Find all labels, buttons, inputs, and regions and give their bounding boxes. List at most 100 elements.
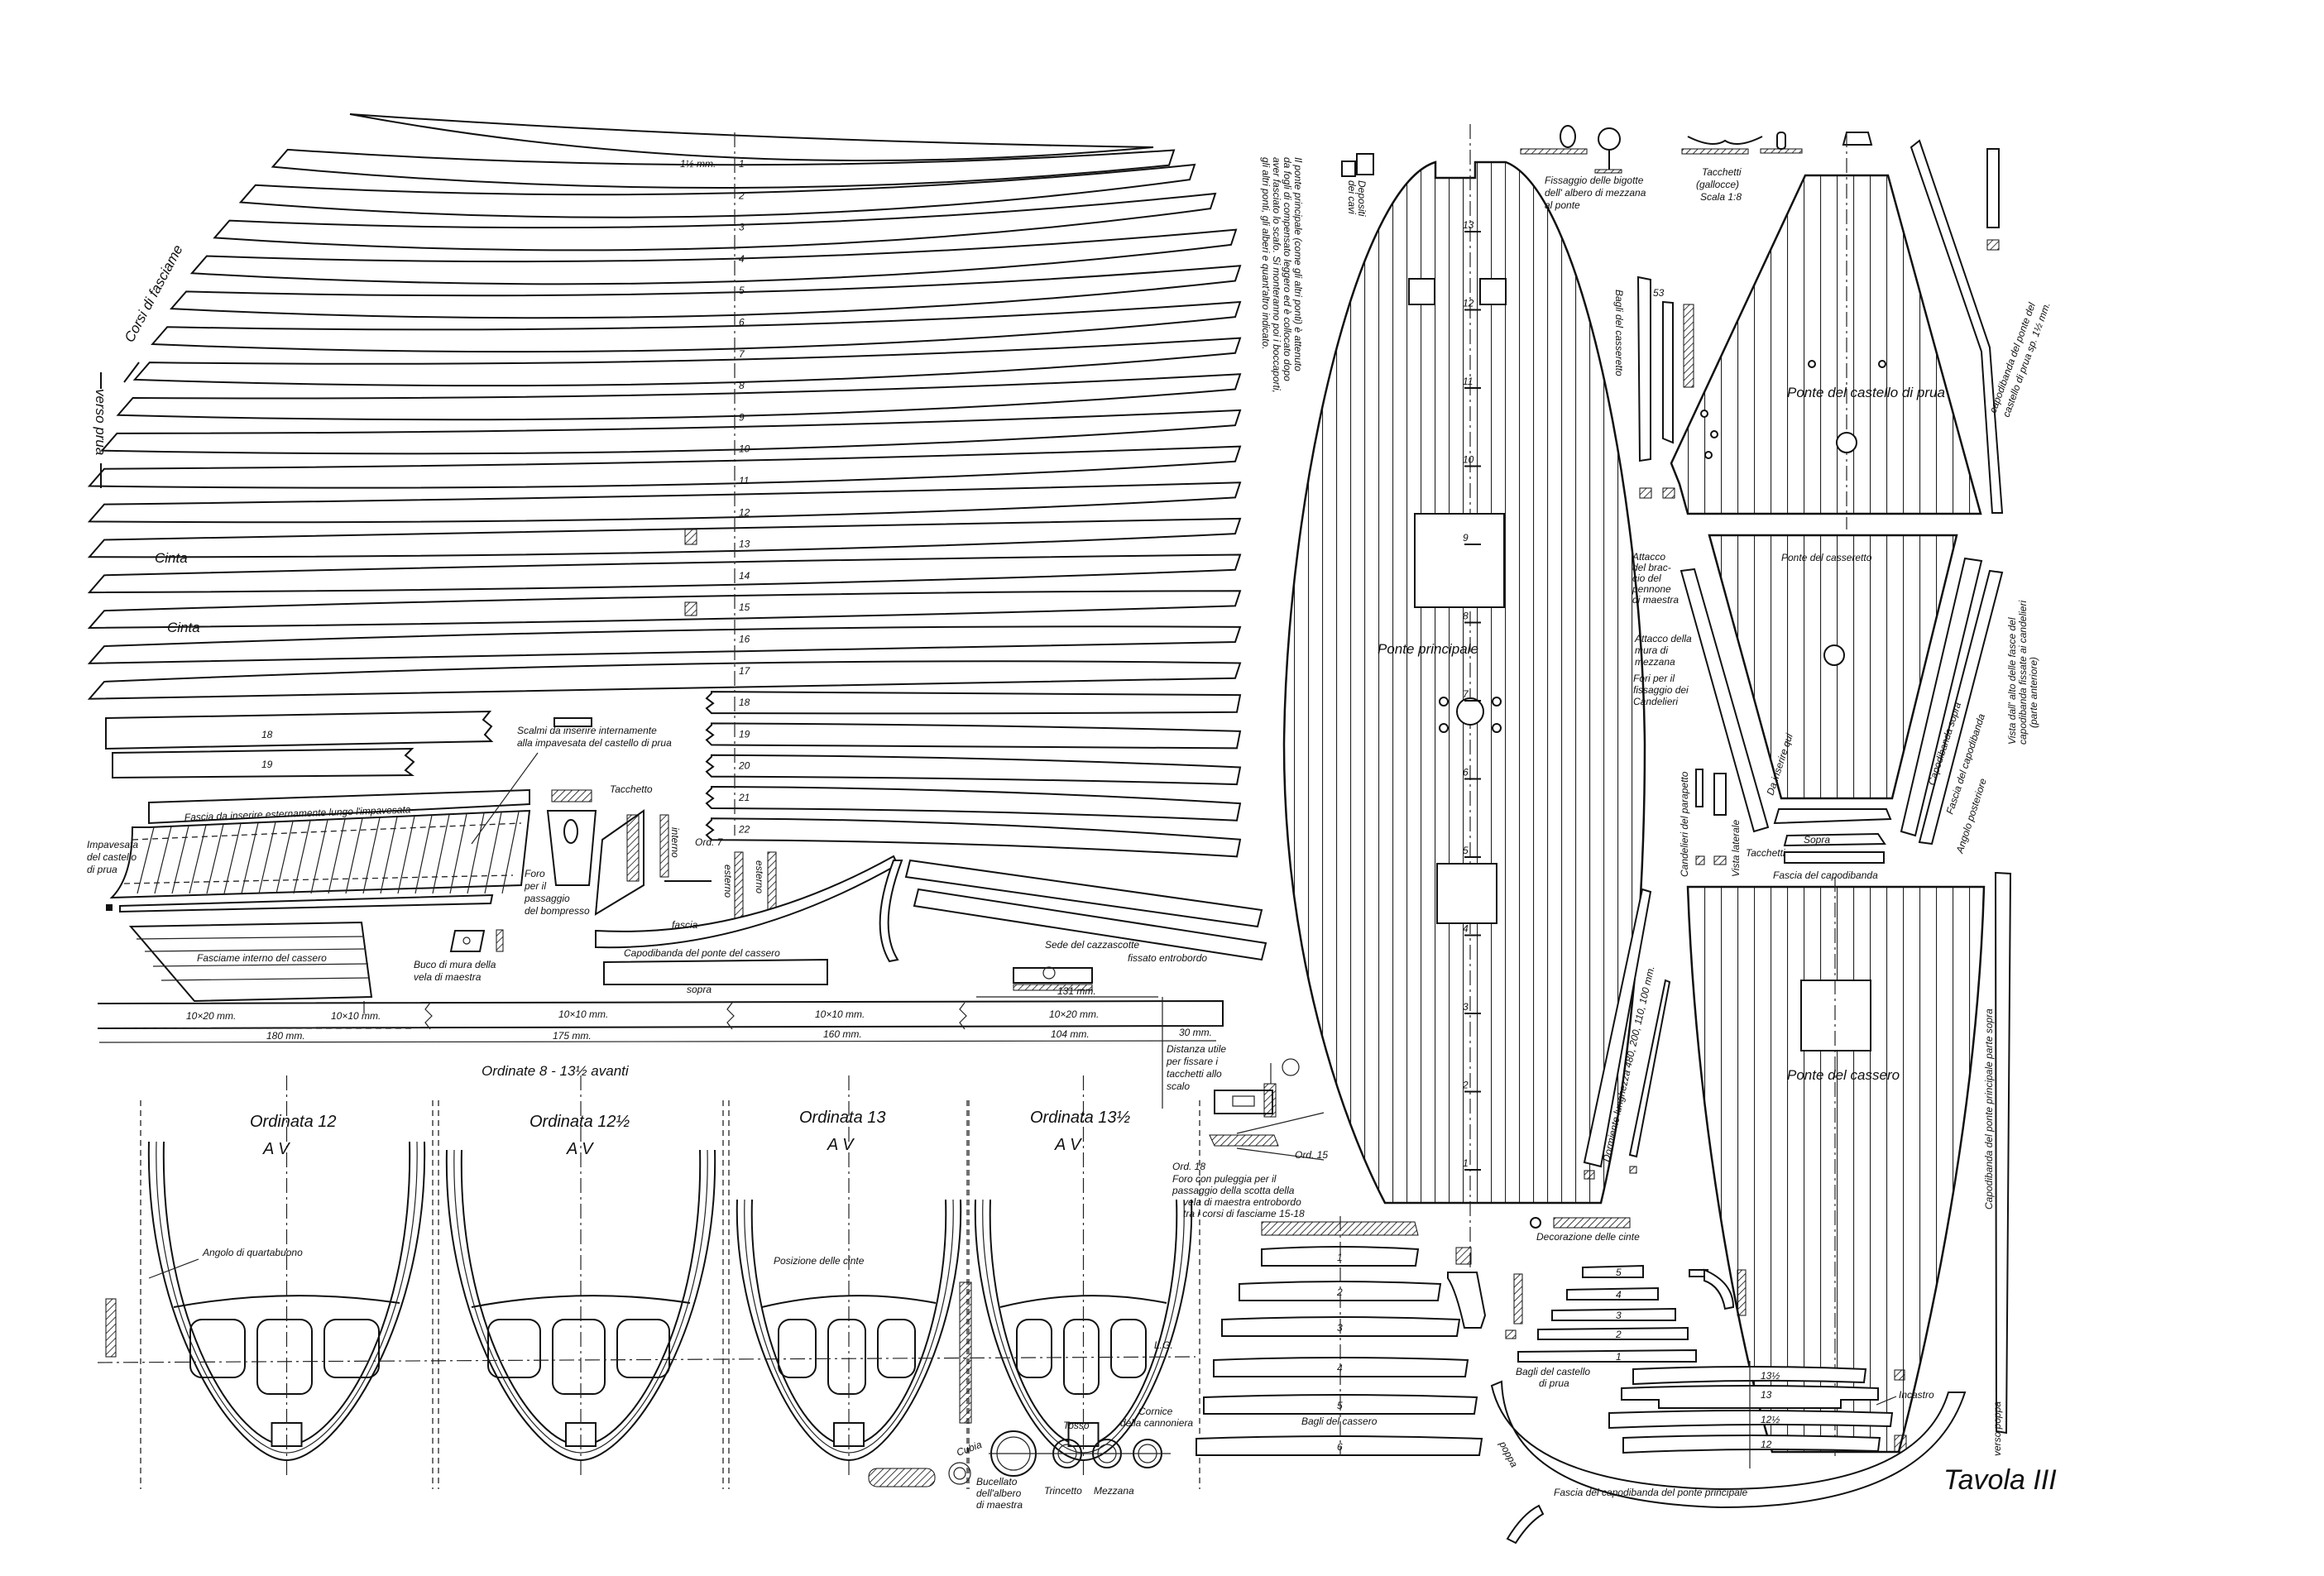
bulwark-slat (467, 812, 485, 894)
candelieri-label: Candelieri del parapetto (1679, 771, 1690, 877)
frame-section-hatched (105, 1298, 117, 1358)
bulwark-slat (380, 817, 398, 894)
strake-number: 17 (739, 665, 751, 677)
sheet-title: Tavola III (1943, 1464, 2057, 1496)
beam-number: 3 (1616, 1310, 1622, 1321)
frame-title-12-half: Ordinata 12½ (529, 1113, 630, 1131)
strake-number: 9 (739, 411, 745, 423)
fasciame-interno-label: Fasciame interno del cassero (197, 952, 327, 964)
sopra-label: sopra (687, 984, 712, 995)
distanza-label-1: Distanza utile (1167, 1043, 1226, 1055)
rail-length-3: 160 mm. (823, 1028, 862, 1040)
distanza-label-3: tacchetti allo (1167, 1068, 1222, 1080)
beam-number: 4 (1337, 1363, 1343, 1374)
bulwark-slat (328, 818, 346, 894)
frame-lightening-hole (778, 1319, 817, 1378)
strake-18-left (105, 710, 494, 750)
foro-label-4: del bompresso (525, 905, 590, 917)
fascia-label: fascia (672, 919, 698, 931)
strake-thickness: 1½ mm. (680, 158, 716, 170)
frame-deck-beam (173, 1295, 400, 1308)
frame-av-12-half: A V (566, 1140, 594, 1158)
beam-number: 1 (1337, 1252, 1343, 1263)
cassero-beam (1213, 1357, 1469, 1377)
bucellato-label-1: Bucellato (976, 1476, 1018, 1487)
scalmi-label-1: Scalmi da inserire internamente (517, 725, 657, 736)
bulwark-slat (362, 817, 381, 894)
bulwark-drawing (106, 788, 903, 1013)
strake (116, 373, 1242, 421)
strake-number: 11 (739, 475, 749, 486)
cinta-section (684, 529, 697, 545)
frame-lightening-hole (1110, 1319, 1147, 1378)
foro-puleggia-3: vela di maestra entrobordo (1183, 1196, 1301, 1208)
strake-number: 6 (739, 317, 745, 328)
strake (705, 785, 1242, 822)
station-number: 11 (1463, 376, 1473, 387)
rail-length-1: 180 mm. (266, 1030, 305, 1042)
distanza-label-2: per fissare i (1166, 1056, 1218, 1067)
fascia-capodibanda-label: Fascia del capodibanda (1773, 869, 1878, 881)
impavesata-label-3: di prua (87, 864, 117, 875)
poppa-label: poppa (1497, 1439, 1521, 1469)
cassero-beam (1196, 1435, 1483, 1456)
castello-beam (1517, 1348, 1697, 1363)
strake-number: 20 (738, 760, 750, 772)
trincetto-label: Trincetto (1044, 1485, 1082, 1497)
arrow-line (123, 362, 140, 383)
strake-number: 19 (739, 728, 750, 740)
vista-alto-2: capodibanda fissate ai candelieri (2017, 601, 2029, 745)
buco-label-2: vela di maestra (414, 971, 482, 983)
strake (705, 754, 1242, 786)
castello-beam (1537, 1326, 1689, 1340)
strake-number: 14 (739, 570, 750, 582)
attacco-braccio-5: di maestra (1632, 594, 1679, 606)
bulwark-slat (293, 820, 311, 894)
fissaggio-label-2: dell' albero di mezzana (1545, 187, 1646, 199)
frame-deck-beam (761, 1295, 937, 1308)
strake-number: 10 (739, 443, 750, 455)
cassero-beam (1239, 1281, 1442, 1301)
beam-number: 5 (1616, 1267, 1622, 1278)
beam-number: 2 (1615, 1329, 1622, 1340)
fissaggio-label-3: al ponte (1545, 199, 1580, 211)
rail-top-length: 131 mm. (1057, 985, 1096, 997)
strake-number: 19 (261, 759, 273, 770)
strake (349, 113, 1154, 162)
quarterdeck-label: Ponte del cassero (1787, 1067, 1900, 1083)
strake-number: 4 (739, 253, 745, 265)
fascia-principale-label: Fascia del capodibanda del ponte princip… (1554, 1487, 1747, 1498)
strake (132, 337, 1242, 387)
beam-number: 4 (1616, 1289, 1622, 1301)
strake-number: 7 (739, 348, 745, 360)
waterline (97, 1356, 1196, 1363)
forecastle-deck (1670, 132, 2004, 529)
poop-deck-label: Ponte del casseretto (1781, 552, 1872, 563)
frame-outline (156, 1141, 418, 1454)
forecastle-deck-label: Ponte del castello di prua (1787, 385, 1945, 400)
cornice-label-2: della cannoniera (1120, 1417, 1193, 1429)
capodibanda-principale-label: Capodibanda del ponte principale parte s… (1983, 1008, 1995, 1210)
frame-lightening-hole (827, 1319, 866, 1395)
station-number: 5 (1463, 845, 1469, 856)
frame-outline (460, 1149, 702, 1447)
rail-segment-1: 10×20 mm. (186, 1010, 236, 1022)
frame-section-hatched (959, 1281, 972, 1424)
ord7-label: Ord. 7 (695, 836, 724, 848)
cornice-label-1: Cornice (1138, 1406, 1173, 1417)
main-deck-note-4: gli altri ponti, gli alberi e quant'altr… (1260, 157, 1272, 349)
frame-lightening-hole (1016, 1319, 1052, 1378)
rail-segment-5: 10×20 mm. (1049, 1008, 1099, 1020)
tacchetto-label: Tacchetto (610, 783, 653, 795)
bagli-cassero-label: Bagli del cassero (1301, 1416, 1378, 1427)
bulwark-slat (484, 812, 502, 894)
strake-23 (904, 859, 1263, 928)
sede-cazzascotte-label: Sede del cazzascotte (1045, 939, 1139, 951)
beam-number: 12 (1761, 1439, 1772, 1450)
main-deck-beam (1622, 1435, 1881, 1454)
rail-segment-2: 10×10 mm. (331, 1010, 381, 1022)
strake-number: 13 (739, 539, 750, 550)
